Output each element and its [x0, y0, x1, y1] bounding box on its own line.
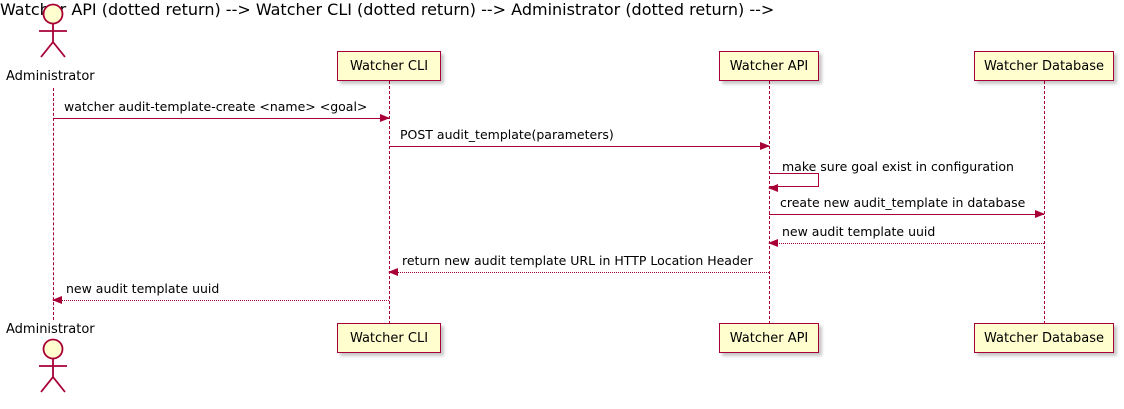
message-label-6: return new audit template URL in HTTP Lo… — [402, 252, 753, 268]
lifeline-watcher-api — [769, 81, 770, 324]
message-line — [769, 214, 1044, 215]
stick-figure-icon — [39, 338, 67, 393]
message-label-2: POST audit_template(parameters) — [400, 126, 614, 142]
message-line — [389, 272, 769, 273]
actor-administrator-bottom — [30, 337, 76, 395]
lifeline-watcher-database — [1044, 81, 1045, 324]
arrowhead-right-icon — [380, 113, 390, 122]
actor-administrator-top — [30, 2, 76, 60]
actor-label-administrator-bottom: Administrator — [6, 322, 95, 337]
arrowhead-left-icon — [768, 183, 778, 192]
arrowhead-left-icon — [52, 295, 62, 304]
lifeline-administrator — [53, 88, 54, 320]
participant-box-watcher-cli-top[interactable]: Watcher CLI — [337, 51, 441, 81]
participant-box-watcher-cli-bottom[interactable]: Watcher CLI — [337, 323, 441, 353]
arrowhead-right-icon — [760, 141, 770, 150]
arrowhead-left-icon — [768, 238, 778, 247]
message-label-1: watcher audit-template-create <name> <go… — [64, 98, 368, 114]
arrowhead-right-icon — [1035, 209, 1045, 218]
message-label-5: new audit template uuid — [782, 223, 936, 239]
self-message-top-line — [769, 173, 819, 174]
message-label-3: make sure goal exist in configuration — [782, 159, 1014, 174]
participant-box-watcher-api-top[interactable]: Watcher API — [719, 51, 819, 81]
actor-label-administrator-top: Administrator — [6, 69, 95, 84]
participant-box-watcher-database-bottom[interactable]: Watcher Database — [974, 323, 1114, 353]
message-line — [769, 243, 1044, 244]
message-line — [389, 146, 769, 147]
arrowhead-left-icon — [388, 267, 398, 276]
self-message-right-line — [818, 173, 819, 187]
message-label-4: create new audit_template in database — [780, 194, 1026, 210]
stick-figure-icon — [39, 3, 67, 58]
message-line — [53, 118, 389, 119]
participant-box-watcher-database-top[interactable]: Watcher Database — [974, 51, 1114, 81]
message-3-self — [768, 173, 819, 192]
message-label-7: new audit template uuid — [66, 280, 220, 296]
message-line — [53, 300, 389, 301]
participant-box-watcher-api-bottom[interactable]: Watcher API — [719, 323, 819, 353]
lifeline-watcher-cli — [389, 81, 390, 324]
self-message-bottom-line — [769, 186, 819, 187]
